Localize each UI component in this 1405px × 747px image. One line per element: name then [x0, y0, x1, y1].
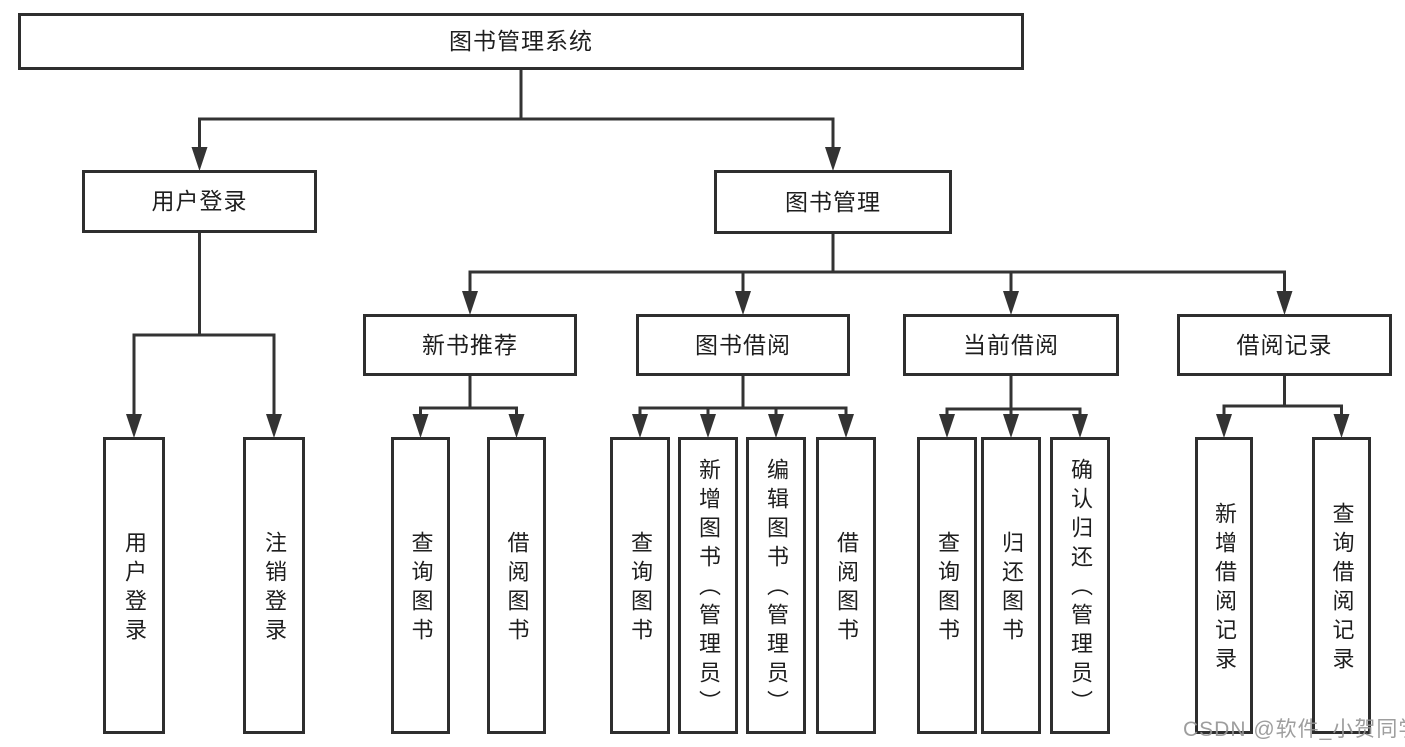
node-book-management-branch: 图书管理: [714, 170, 952, 234]
leaf-edit-books-admin: 编辑图书（管理员）: [746, 437, 806, 734]
node-current-borrowing: 当前借阅: [903, 314, 1119, 376]
node-library-management-system: 图书管理系统: [18, 13, 1024, 70]
leaf-add-books-admin: 新增图书（管理员）: [678, 437, 738, 734]
leaf-query-books: 查询图书: [391, 437, 450, 734]
node-new-book-recommendation: 新书推荐: [363, 314, 577, 376]
leaf-add-borrow-record: 新增借阅记录: [1195, 437, 1253, 734]
leaf-query-books: 查询图书: [610, 437, 670, 734]
csdn-watermark: CSDN @软件_小贺同学: [1183, 718, 1405, 741]
leaf-query-books: 查询图书: [917, 437, 977, 734]
node-user-login-branch: 用户登录: [82, 170, 317, 233]
leaf-logout: 注销登录: [243, 437, 305, 734]
leaf-confirm-return-admin: 确认归还（管理员）: [1050, 437, 1110, 734]
leaf-borrow-books: 借阅图书: [487, 437, 546, 734]
leaf-borrow-books: 借阅图书: [816, 437, 876, 734]
node-book-borrowing: 图书借阅: [636, 314, 850, 376]
leaf-return-books: 归还图书: [981, 437, 1041, 734]
leaf-user-login: 用户登录: [103, 437, 165, 734]
node-borrowing-records: 借阅记录: [1177, 314, 1392, 376]
leaf-query-borrow-record: 查询借阅记录: [1312, 437, 1371, 734]
